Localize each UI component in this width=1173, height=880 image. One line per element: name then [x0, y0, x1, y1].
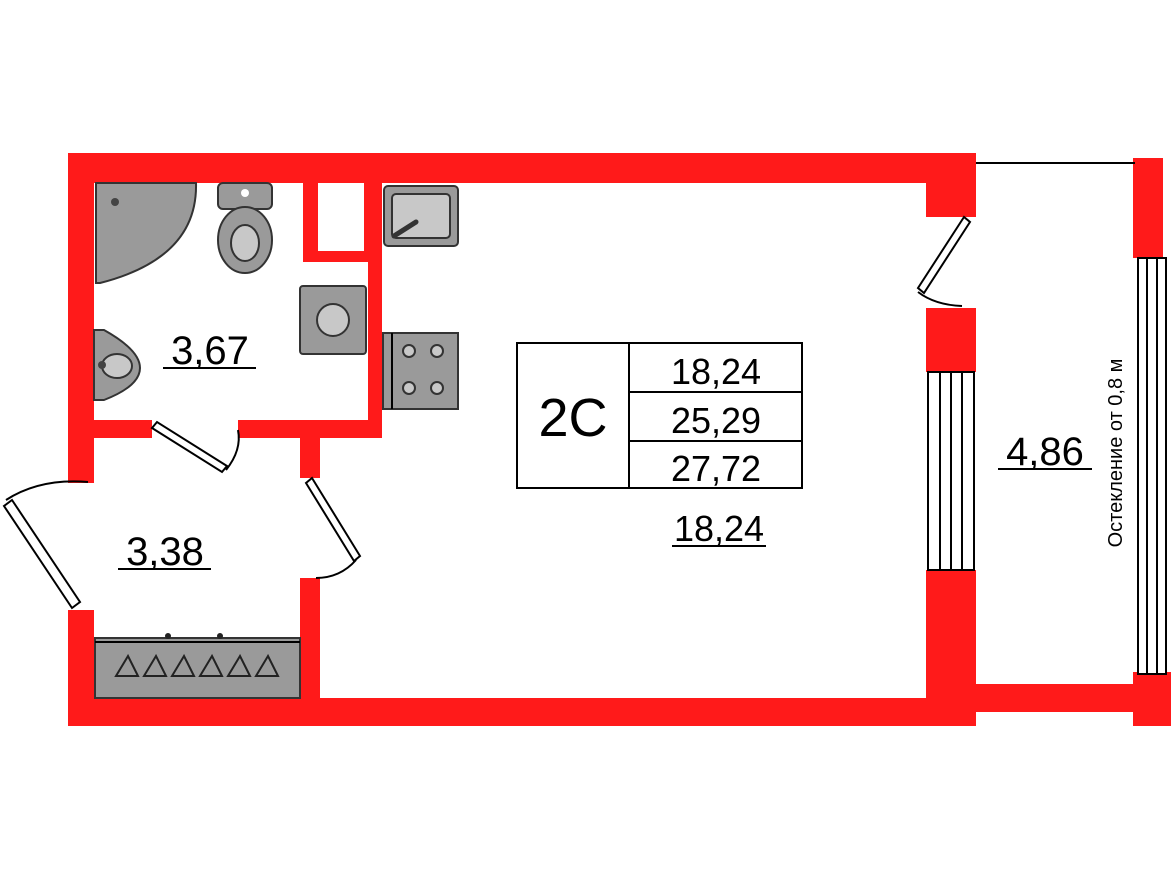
walls — [68, 153, 1171, 726]
entrance-door — [2, 498, 82, 610]
stove-icon — [382, 332, 459, 410]
wall-hall-right-bottom — [300, 578, 320, 718]
wardrobe-icon — [94, 637, 301, 699]
summary-area-total-with-balcony: 27,72 — [671, 448, 761, 489]
wall-bath-bottom-left — [68, 420, 152, 438]
balcony-area-label: 4,86 — [1006, 430, 1084, 474]
fixtures — [93, 182, 459, 699]
doors — [2, 215, 972, 610]
hanger-icons — [114, 653, 280, 677]
wall-balcony-top — [926, 153, 976, 217]
wall-bath-bottom-right — [238, 420, 382, 438]
balcony-bottom-cap — [1133, 672, 1171, 726]
bathroom-door — [150, 420, 229, 474]
balcony-outline — [976, 162, 1167, 675]
living-area-label: 18,24 — [674, 508, 764, 549]
wall-balcony-bottom — [926, 570, 976, 726]
room-labels: 3,67 3,38 18,24 4,86 Остекление от 0,8 м — [118, 329, 1127, 574]
wall-top — [68, 153, 976, 183]
balcony-glazing — [1137, 257, 1167, 675]
hallway-area-label: 3,38 — [126, 530, 204, 574]
shaft-inner — [318, 183, 364, 251]
balcony-glazing-note: Остекление от 0,8 м — [1105, 359, 1127, 548]
shower-drain-icon — [111, 198, 119, 206]
bathroom-area-label: 3,67 — [171, 329, 249, 373]
unit-code: 2С — [538, 388, 607, 448]
balcony-top-cap — [1133, 158, 1163, 258]
balcony-door — [916, 215, 972, 295]
area-summary-box: 2С 18,24 25,29 27,72 — [516, 342, 803, 489]
summary-area-living: 18,24 — [671, 351, 761, 392]
wall-hall-right-top — [300, 430, 320, 478]
shower-icon — [95, 182, 198, 284]
summary-area-total: 25,29 — [671, 400, 761, 441]
hall-door — [304, 476, 362, 563]
wall-bottom — [68, 698, 976, 726]
wall-balcony-mid — [926, 308, 976, 372]
windows — [927, 371, 975, 571]
